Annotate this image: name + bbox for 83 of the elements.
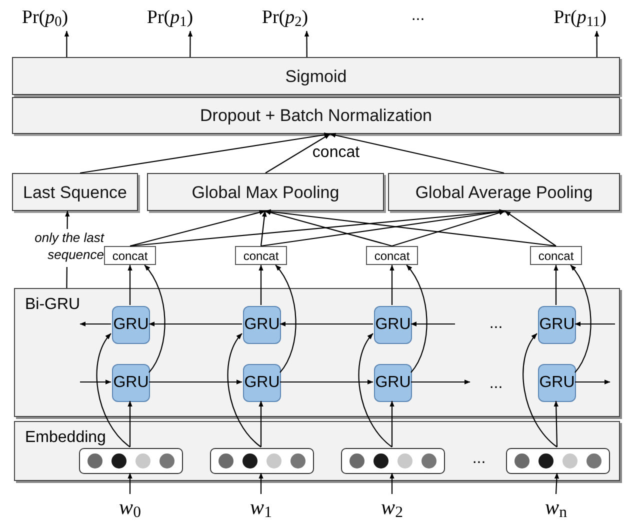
layer-box: Global Average Pooling: [388, 173, 620, 211]
arrow: [358, 333, 392, 448]
arrow: [128, 264, 132, 305]
arrow: [227, 333, 262, 448]
embedding-vector: [79, 448, 183, 474]
node-label: w$_{n}$: [545, 496, 567, 518]
node-label: w$_{2}$: [381, 496, 403, 518]
node-label: Pr(p$_{1}$): [146, 8, 194, 26]
arrow: [570, 264, 592, 373]
layer-box: Last Squence: [12, 173, 138, 211]
arrow: [504, 210, 556, 246]
arrow: [264, 209, 556, 247]
arrow: [390, 264, 394, 305]
arrow: [258, 264, 264, 305]
arrow: [411, 380, 470, 384]
gru-cell: GRU: [538, 364, 576, 402]
node-label: Pr(p$_{2}$): [262, 8, 308, 26]
gru-cell: GRU: [243, 364, 281, 402]
gru-cell: GRU: [374, 364, 412, 402]
arrow: [280, 380, 374, 384]
node-label: w$_{0}$: [119, 496, 141, 518]
arrow: [554, 472, 560, 494]
gru-cell: GRU: [538, 306, 576, 344]
gru-cell: GRU: [243, 306, 281, 344]
node-label: w$_{1}$: [250, 496, 272, 518]
ellipsis: ...: [471, 449, 487, 469]
ellipsis: ...: [410, 6, 426, 26]
arrow: [128, 400, 132, 447]
embedding-vector: [341, 448, 445, 474]
panel-title: Bi-GRU: [25, 295, 80, 315]
arrow: [575, 380, 610, 384]
merge-label: concat: [311, 143, 361, 163]
ellipsis: ...: [488, 314, 504, 334]
arrow: [130, 210, 266, 247]
layer-box: Global Max Pooling: [147, 173, 384, 211]
arrow: [188, 30, 193, 57]
arrow: [330, 132, 504, 174]
arrow: [96, 333, 130, 448]
arrow: [410, 322, 455, 326]
concat-box: concat: [530, 246, 582, 265]
layer-panel: [14, 421, 620, 481]
arrow: [148, 322, 242, 326]
arrow: [144, 264, 166, 373]
arrow: [406, 264, 428, 373]
gru-cell: GRU: [112, 364, 150, 402]
node-label: Pr(p$_{0}$): [22, 8, 68, 26]
embedding-vector: [210, 448, 314, 474]
gru-cell: GRU: [112, 306, 150, 344]
arrow: [390, 472, 394, 494]
arrow: [260, 210, 267, 246]
layer-panel: [14, 288, 620, 417]
concat-box: concat: [104, 246, 156, 265]
arrow: [258, 400, 264, 447]
concat-box: concat: [366, 246, 418, 265]
layer-box: Dropout + Batch Normalization: [12, 97, 620, 134]
arrow: [80, 380, 112, 384]
arrow: [522, 333, 558, 448]
layer-box: Sigmoid: [12, 57, 620, 95]
arrow: [554, 264, 558, 305]
arrow: [128, 472, 132, 494]
panel-title: Embedding: [25, 428, 106, 448]
arrow: [80, 132, 330, 174]
arrow: [392, 210, 506, 247]
embedding-vector: [506, 448, 610, 474]
arrow: [554, 400, 559, 448]
gru-cell: GRU: [374, 306, 412, 344]
arrow: [64, 30, 70, 57]
arrow: [594, 30, 600, 57]
arrow: [265, 134, 330, 174]
arrow: [275, 264, 296, 373]
arrow: [258, 472, 264, 494]
arrow: [280, 322, 373, 326]
arrow: [130, 209, 506, 247]
ellipsis: ...: [488, 374, 504, 394]
arrow: [264, 210, 392, 247]
node-label: Pr(p$_{11}$): [554, 8, 606, 26]
arrow: [260, 209, 506, 247]
concat-box: concat: [235, 246, 287, 265]
arrow: [574, 322, 615, 326]
arrow: [149, 380, 242, 384]
arrow: [80, 322, 111, 326]
arrow: [390, 400, 394, 447]
arrow: [304, 30, 310, 57]
